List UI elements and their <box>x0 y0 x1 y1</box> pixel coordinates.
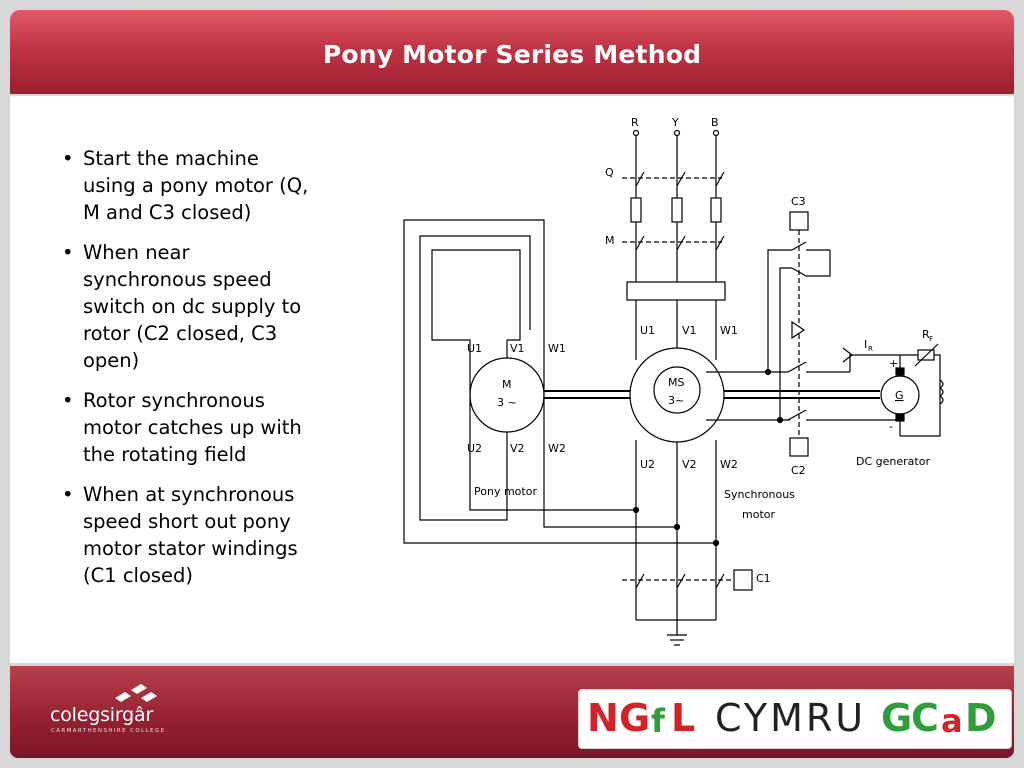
sync-motor-symbol-sub: 3~ <box>668 394 684 407</box>
ngfl-letter: a <box>941 702 964 740</box>
phase-label-r: R <box>631 116 639 129</box>
generator-plus: + <box>889 357 898 370</box>
pony-terminal-label: U1 <box>467 342 482 355</box>
current-label-sub: R <box>868 345 873 353</box>
sync-terminal-label: U2 <box>640 458 655 471</box>
pony-motor-symbol: M <box>502 378 512 391</box>
pony-terminal-label: W1 <box>548 342 566 355</box>
pony-terminal-label: U2 <box>467 442 482 455</box>
sync-terminal-label: V2 <box>682 458 697 471</box>
switch-m-label: M <box>605 234 615 247</box>
sync-motor-label: motor <box>742 508 775 521</box>
sync-motor-symbol: MS <box>668 376 684 389</box>
sync-motor-label: Synchronous <box>724 488 795 501</box>
generator-minus: - <box>889 420 893 433</box>
c1-label: C1 <box>756 572 771 585</box>
rheostat-label-sub: F <box>929 335 933 343</box>
ngfl-cymru-logo: N G f L CYMRU G C a D <box>578 689 1012 749</box>
ngfl-letter: N <box>587 696 620 740</box>
college-name: colegsirgâr <box>50 704 154 726</box>
college-logo: colegsirgâr CARMARTHENSHIRE COLLEGE <box>40 684 170 740</box>
generator-symbol: G <box>895 389 904 402</box>
checker-flag-icon <box>115 684 157 702</box>
ngfl-letter: D <box>965 696 998 740</box>
pony-motor-label: Pony motor <box>474 485 537 498</box>
bullet-item: When near synchronous speed switch on dc… <box>56 239 316 374</box>
c2-label: C2 <box>791 464 806 477</box>
bullet-item: Rotor synchronous motor catches up with … <box>56 387 316 468</box>
pony-terminal-label: V2 <box>510 442 525 455</box>
switch-q-label: Q <box>605 166 614 179</box>
college-subtitle: CARMARTHENSHIRE COLLEGE <box>51 728 166 734</box>
generator-label: DC generator <box>856 455 930 468</box>
bullet-item: When at synchronous speed short out pony… <box>56 481 316 589</box>
header-bar: Pony Motor Series Method <box>10 10 1014 94</box>
ngfl-letter: G <box>881 696 914 740</box>
current-label: I <box>864 338 867 351</box>
slide-title: Pony Motor Series Method <box>322 40 702 69</box>
sync-terminal-label: W1 <box>720 324 738 337</box>
pony-motor-symbol-sub: 3 ~ <box>497 396 517 409</box>
pony-terminal-label: V1 <box>510 342 525 355</box>
ngfl-letter: C <box>911 696 940 740</box>
ngfl-letter: L <box>671 696 697 740</box>
pony-terminal-label: W2 <box>548 442 566 455</box>
sync-terminal-label: V1 <box>682 324 697 337</box>
c3-label: C3 <box>791 195 806 208</box>
ngfl-letter: f <box>651 702 666 740</box>
phase-label-b: B <box>711 116 719 129</box>
ngfl-letter: G <box>619 696 652 740</box>
sync-terminal-label: U1 <box>640 324 655 337</box>
bullet-list: Start the machine using a pony motor (Q,… <box>56 145 316 602</box>
sync-terminal-label: W2 <box>720 458 738 471</box>
bullet-item: Start the machine using a pony motor (Q,… <box>56 145 316 226</box>
ngfl-cymru: CYMRU <box>715 696 867 740</box>
rheostat-label: R <box>922 328 930 341</box>
phase-label-y: Y <box>671 116 679 129</box>
